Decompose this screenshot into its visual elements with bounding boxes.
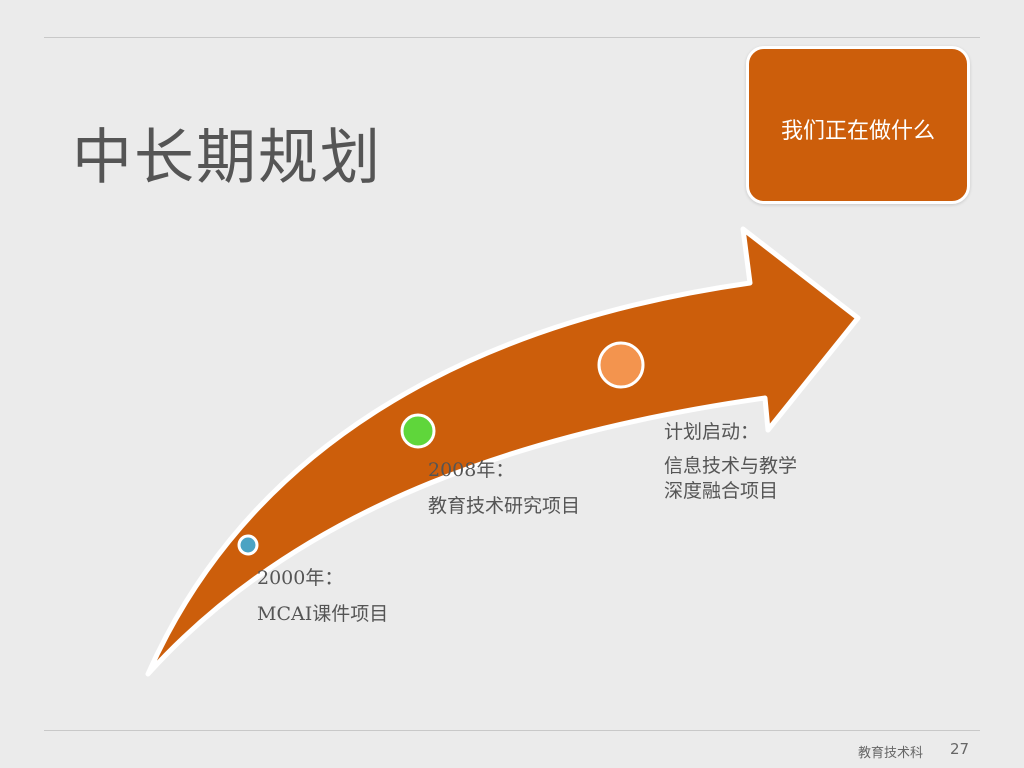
milestone-2000-year: 2000年： [257, 567, 344, 589]
top-divider [44, 37, 980, 38]
milestone-dot-2008 [400, 413, 436, 449]
milestone-2008-year: 2008年： [428, 459, 515, 481]
page-number: 27 [950, 740, 970, 758]
callout-box: 我们正在做什么 [746, 46, 970, 204]
milestone-dot-plan [597, 341, 645, 389]
milestone-2000-desc: MCAI课件项目 [257, 602, 389, 625]
milestone-2008-label: 2008年： 教育技术研究项目 [428, 458, 580, 519]
milestone-plan-desc-line2: 深度融合项目 [664, 480, 779, 503]
bottom-divider [44, 730, 980, 731]
arrow-shape [145, 226, 861, 677]
milestone-plan-label: 计划启动： 信息技术与教学 深度融合项目 [664, 420, 797, 505]
slide-title: 中长期规划 [72, 123, 382, 193]
milestone-2008-desc: 教育技术研究项目 [428, 494, 581, 517]
footer-department: 教育技术科 [858, 746, 924, 761]
milestone-2000-label: 2000年： MCAI课件项目 [257, 566, 388, 627]
callout-text: 我们正在做什么 [780, 119, 935, 144]
milestone-plan-desc-line1: 信息技术与教学 [664, 454, 798, 477]
milestone-dot-2000 [237, 534, 259, 556]
milestone-plan-year: 计划启动： [664, 421, 760, 443]
